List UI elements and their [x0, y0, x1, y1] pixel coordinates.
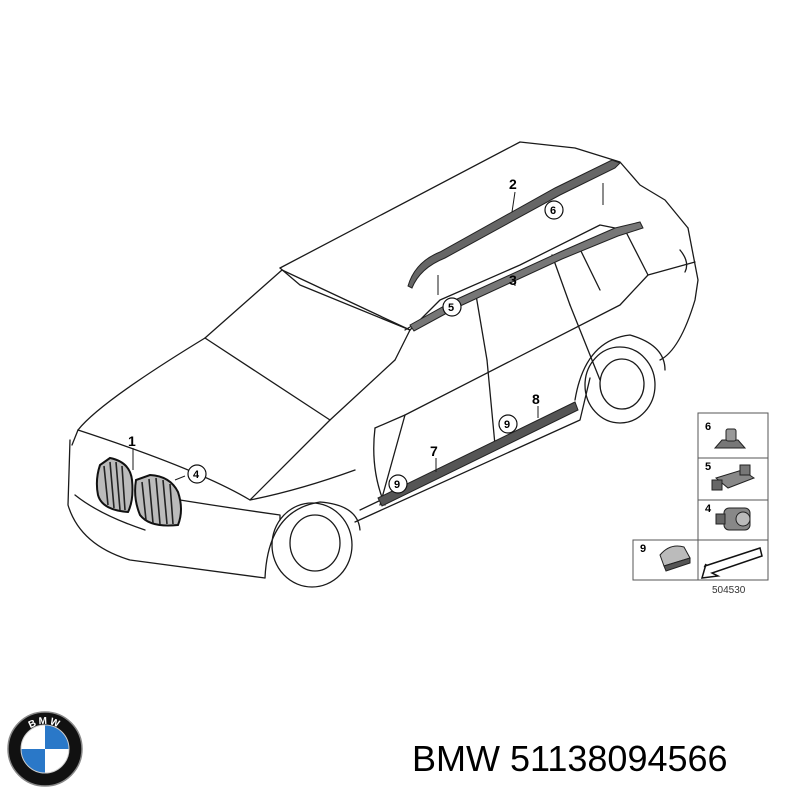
callout-9-rear: 9 — [498, 414, 518, 434]
callout-4: 4 — [187, 464, 207, 484]
svg-text:6: 6 — [550, 205, 556, 217]
svg-text:BMW: BMW — [27, 716, 63, 731]
svg-text:4: 4 — [193, 469, 200, 481]
callout-9-front: 9 — [388, 474, 408, 494]
callout-5: 5 — [442, 297, 462, 317]
kidney-grille — [95, 456, 182, 527]
svg-text:4: 4 — [705, 503, 712, 515]
parts-legend: 6 5 4 9 504530 — [632, 412, 769, 596]
svg-text:2: 2 — [509, 176, 517, 192]
callout-8: 8 — [532, 391, 540, 407]
callout-6: 6 — [544, 200, 564, 220]
bmw-logo: BMW — [7, 711, 83, 787]
svg-text:9: 9 — [504, 419, 510, 431]
svg-text:7: 7 — [430, 443, 438, 459]
brand-name: BMW — [412, 738, 500, 779]
callout-3: 3 — [509, 272, 517, 288]
roof-rail — [407, 159, 644, 332]
legend-item-6: 6 — [705, 421, 747, 449]
svg-text:3: 3 — [509, 272, 517, 288]
callout-2: 2 — [509, 176, 517, 192]
svg-text:5: 5 — [705, 461, 711, 473]
leader-lines — [132, 183, 604, 481]
diagram-number: 504530 — [712, 585, 746, 596]
sill-trim — [377, 401, 579, 507]
svg-text:8: 8 — [532, 391, 540, 407]
callout-1: 1 — [128, 433, 136, 449]
svg-text:5: 5 — [448, 302, 454, 314]
legend-item-9: 9 — [640, 543, 691, 572]
svg-text:6: 6 — [705, 421, 711, 433]
legend-item-5: 5 — [705, 461, 756, 491]
direction-arrow-icon — [700, 547, 763, 579]
svg-text:9: 9 — [394, 479, 400, 491]
svg-text:1: 1 — [128, 433, 136, 449]
svg-text:9: 9 — [640, 543, 646, 555]
legend-item-4: 4 — [705, 503, 751, 531]
callout-7: 7 — [430, 443, 438, 459]
part-number: 51138094566 — [510, 738, 728, 779]
part-caption: BMW 51138094566 — [412, 738, 792, 788]
